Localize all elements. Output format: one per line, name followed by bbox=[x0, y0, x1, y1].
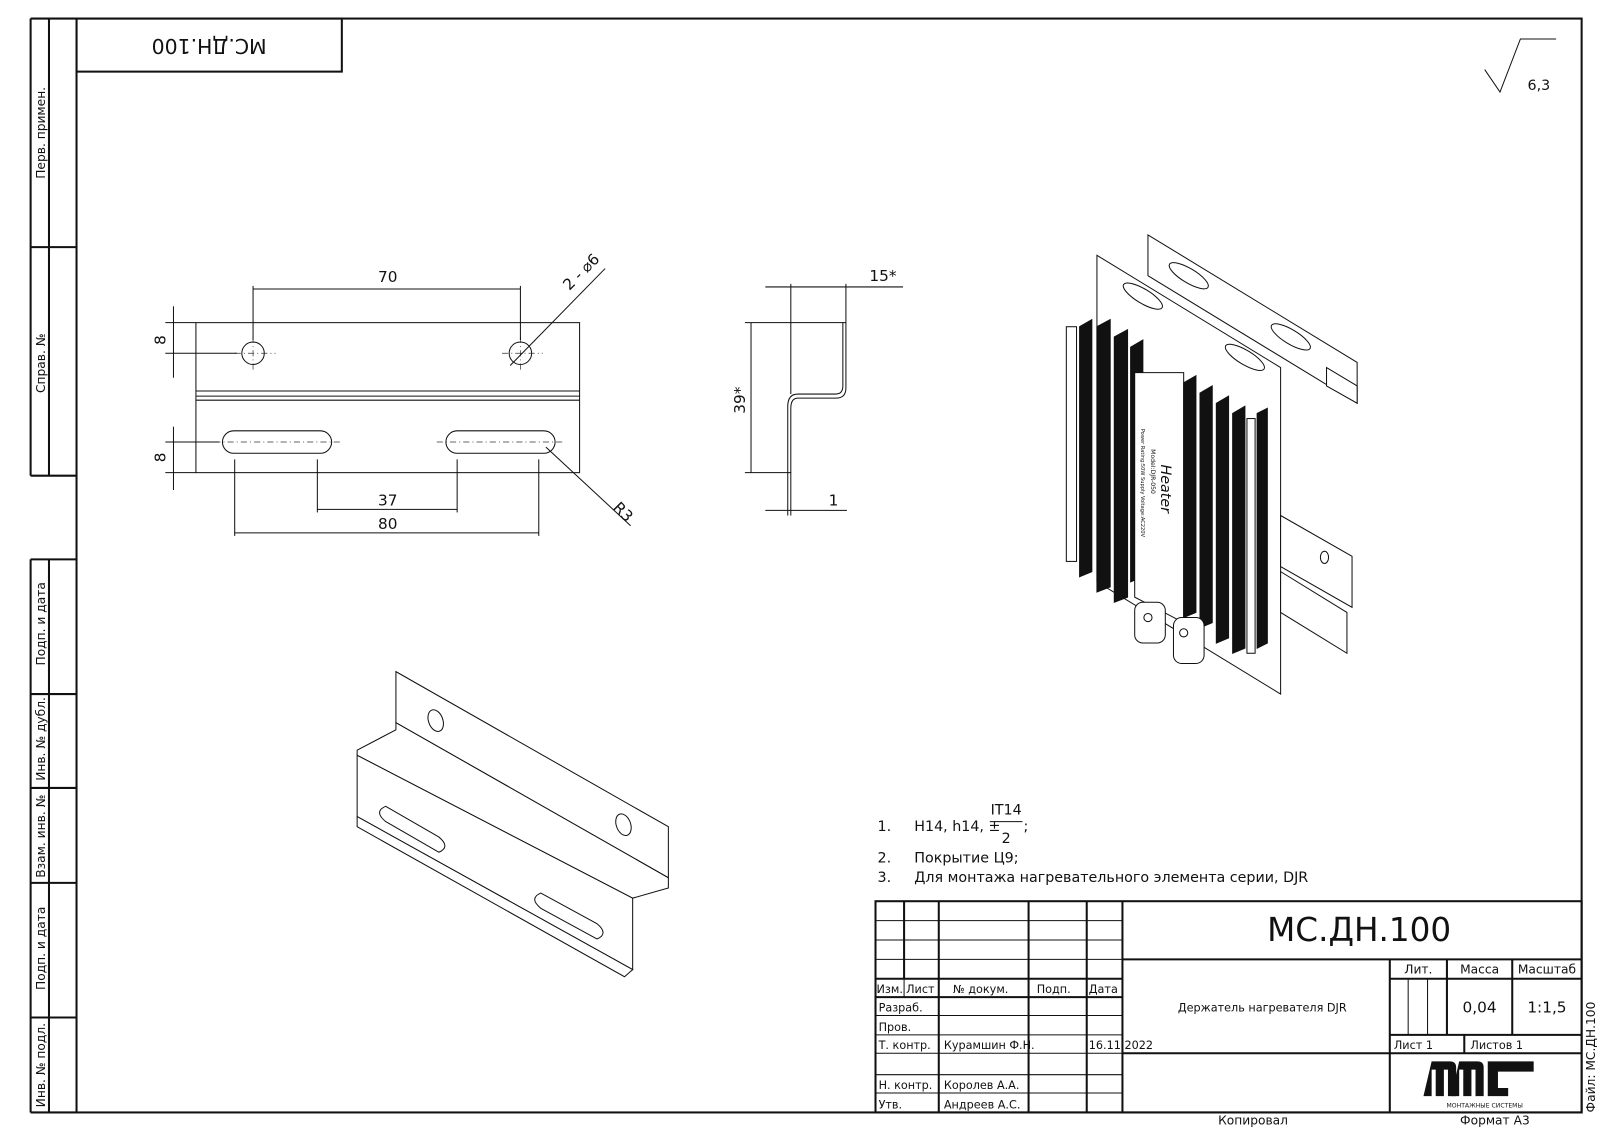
lit-label: Лит. bbox=[1404, 963, 1432, 977]
header-sign: Подп. bbox=[1037, 983, 1071, 996]
heater-label: Heater bbox=[1157, 464, 1173, 514]
sheet-frame bbox=[75, 17, 1583, 1114]
strip-label: Инв. № дубл. bbox=[34, 697, 48, 781]
file-label: Файл: МС.ДН.100 bbox=[1584, 1002, 1598, 1113]
document-designation: МС.ДН.100 bbox=[1267, 911, 1451, 949]
copied-by-label: Копировал bbox=[1218, 1114, 1288, 1128]
role-utv: Утв. bbox=[879, 1098, 903, 1111]
part-name: Держатель нагревателя DJR bbox=[1178, 1001, 1347, 1014]
side-view: 15* 39* 1 bbox=[731, 267, 904, 516]
scale-value: 1:1,5 bbox=[1527, 998, 1566, 1016]
header-doc: № докум. bbox=[953, 983, 1008, 996]
name-tkontr: Курамшин Ф.Н. bbox=[944, 1039, 1035, 1052]
iso-heater-assembly: Heater Model:DJR-050 Power Rating:50W Su… bbox=[1065, 233, 1358, 695]
sheet-number: Лист 1 bbox=[1394, 1039, 1433, 1052]
note-number: 3. bbox=[878, 870, 892, 886]
header-list: Лист bbox=[906, 983, 935, 996]
left-strip: Перв. примен. Справ. № Подп. и дата Инв.… bbox=[29, 17, 77, 1114]
note-number: 2. bbox=[878, 850, 892, 866]
dim-39: 39* bbox=[731, 386, 749, 413]
note-1-end: ; bbox=[1023, 819, 1028, 835]
role-razrab: Разраб. bbox=[879, 1001, 923, 1014]
title-block: МС.ДН.100 Изм. Лист № докум. Подп. Дата … bbox=[874, 900, 1583, 1114]
date-tkontr: 16.11.2022 bbox=[1089, 1039, 1153, 1052]
technical-notes: 1. H14, h14, ± IT14 2 ; 2. Покрытие Ц9; … bbox=[878, 802, 1309, 885]
dim-8-bottom: 8 bbox=[151, 452, 169, 462]
name-nkontr: Королев А.А. bbox=[944, 1079, 1020, 1092]
dim-80: 80 bbox=[378, 515, 397, 533]
strip-label: Перв. примен. bbox=[34, 87, 48, 179]
note-1-numerator: IT14 bbox=[991, 802, 1022, 818]
rotated-designation-box bbox=[75, 17, 343, 73]
dim-70: 70 bbox=[378, 268, 397, 286]
sheets-total: Листов 1 bbox=[1470, 1039, 1523, 1052]
dim-1: 1 bbox=[829, 491, 839, 509]
note-1-text: H14, h14, ± bbox=[914, 819, 1000, 835]
scale-label: Масштаб bbox=[1518, 963, 1576, 977]
front-view: 70 2 - ⌀6 8 8 37 80 R3 bbox=[151, 250, 637, 536]
strip-label: Инв. № подл. bbox=[34, 1023, 48, 1107]
strip-label: Взам. инв. № bbox=[34, 795, 48, 878]
company-logo: МОНТАЖНЫЕ СИСТЕМЫ bbox=[1423, 1061, 1534, 1109]
note-3-text: Для монтажа нагревательного элемента сер… bbox=[914, 870, 1308, 886]
note-2-text: Покрытие Ц9; bbox=[914, 850, 1018, 866]
rotated-designation: МС.ДН.100 bbox=[152, 34, 267, 58]
header-izm: Изм. bbox=[877, 983, 903, 996]
dim-15: 15* bbox=[869, 267, 896, 285]
header-date: Дата bbox=[1089, 983, 1118, 996]
heater-model: Model:DJR-050 bbox=[1149, 449, 1156, 494]
dim-8-top: 8 bbox=[151, 335, 169, 345]
roughness-symbol: 6,3 bbox=[1484, 38, 1557, 94]
role-nkontr: Н. контр. bbox=[879, 1079, 933, 1092]
heater-spec: Power Rating:50W Supply Voltage:AC220V bbox=[1139, 429, 1145, 538]
format-label: Формат А3 bbox=[1460, 1114, 1530, 1128]
name-utv: Андреев А.С. bbox=[944, 1098, 1021, 1111]
note-1-denominator: 2 bbox=[1002, 831, 1011, 847]
role-tkontr: Т. контр. bbox=[878, 1039, 931, 1052]
dim-37: 37 bbox=[378, 491, 397, 509]
dim-hole: 2 - ⌀6 bbox=[559, 250, 603, 294]
strip-label: Подп. и дата bbox=[34, 907, 48, 990]
logo-text: МОНТАЖНЫЕ СИСТЕМЫ bbox=[1447, 1102, 1523, 1109]
note-number: 1. bbox=[878, 819, 892, 835]
roughness-value: 6,3 bbox=[1528, 78, 1551, 94]
strip-label: Справ. № bbox=[34, 334, 48, 394]
dim-r3: R3 bbox=[609, 498, 636, 525]
role-prov: Пров. bbox=[879, 1021, 912, 1034]
mass-label: Масса bbox=[1460, 963, 1499, 977]
iso-bracket-view bbox=[356, 670, 669, 978]
mass-value: 0,04 bbox=[1463, 998, 1497, 1016]
strip-label: Подп. и дата bbox=[34, 582, 48, 665]
